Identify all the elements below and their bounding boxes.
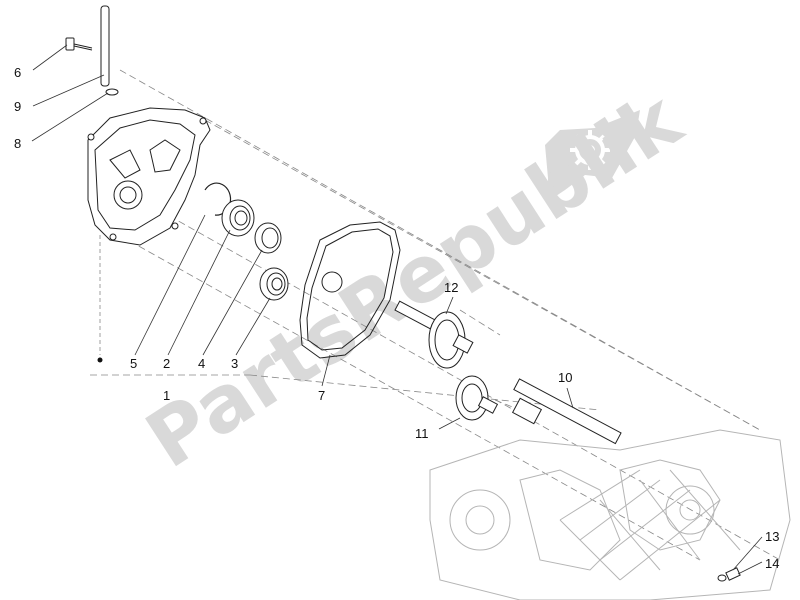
gear-icon — [570, 130, 610, 170]
shaft-part-10 — [511, 378, 622, 445]
gear-bolt-icon — [545, 110, 640, 200]
callout-3: 3 — [231, 356, 238, 371]
callout-1: 1 — [163, 388, 170, 403]
bearing-part-2 — [221, 199, 255, 237]
seal-part-4 — [254, 222, 282, 254]
callout-10: 10 — [558, 370, 572, 385]
callout-4: 4 — [198, 356, 205, 371]
screw-part-14 — [717, 567, 741, 582]
callout-9: 9 — [14, 99, 21, 114]
callout-7: 7 — [318, 388, 325, 403]
callout-11: 11 — [415, 426, 429, 441]
reference-dot — [97, 357, 103, 363]
callout-2: 2 — [163, 356, 170, 371]
gear-shaft-part-12 — [394, 300, 474, 369]
callout-14: 14 — [765, 556, 779, 571]
transmission-cover — [87, 107, 211, 246]
leader-lines — [31, 44, 763, 575]
bearing-part-3 — [259, 267, 289, 301]
callout-labels: 6 9 8 5 2 4 3 1 7 12 11 10 13 14 — [14, 65, 779, 571]
callout-13: 13 — [765, 529, 779, 544]
gasket-part-7 — [299, 221, 401, 359]
dashed-guide-lines — [90, 69, 781, 561]
bolt-part-6 — [65, 37, 93, 51]
callout-5: 5 — [130, 356, 137, 371]
gear-part-11 — [455, 375, 499, 421]
callout-8: 8 — [14, 136, 21, 151]
callout-12: 12 — [444, 280, 458, 295]
watermark-logo: PartsRepublik — [131, 74, 698, 486]
pin-part-9 — [100, 5, 119, 96]
callout-6: 6 — [14, 65, 21, 80]
engine-case-ghost — [429, 429, 791, 600]
watermark-text: PartsRepublik — [131, 74, 698, 486]
